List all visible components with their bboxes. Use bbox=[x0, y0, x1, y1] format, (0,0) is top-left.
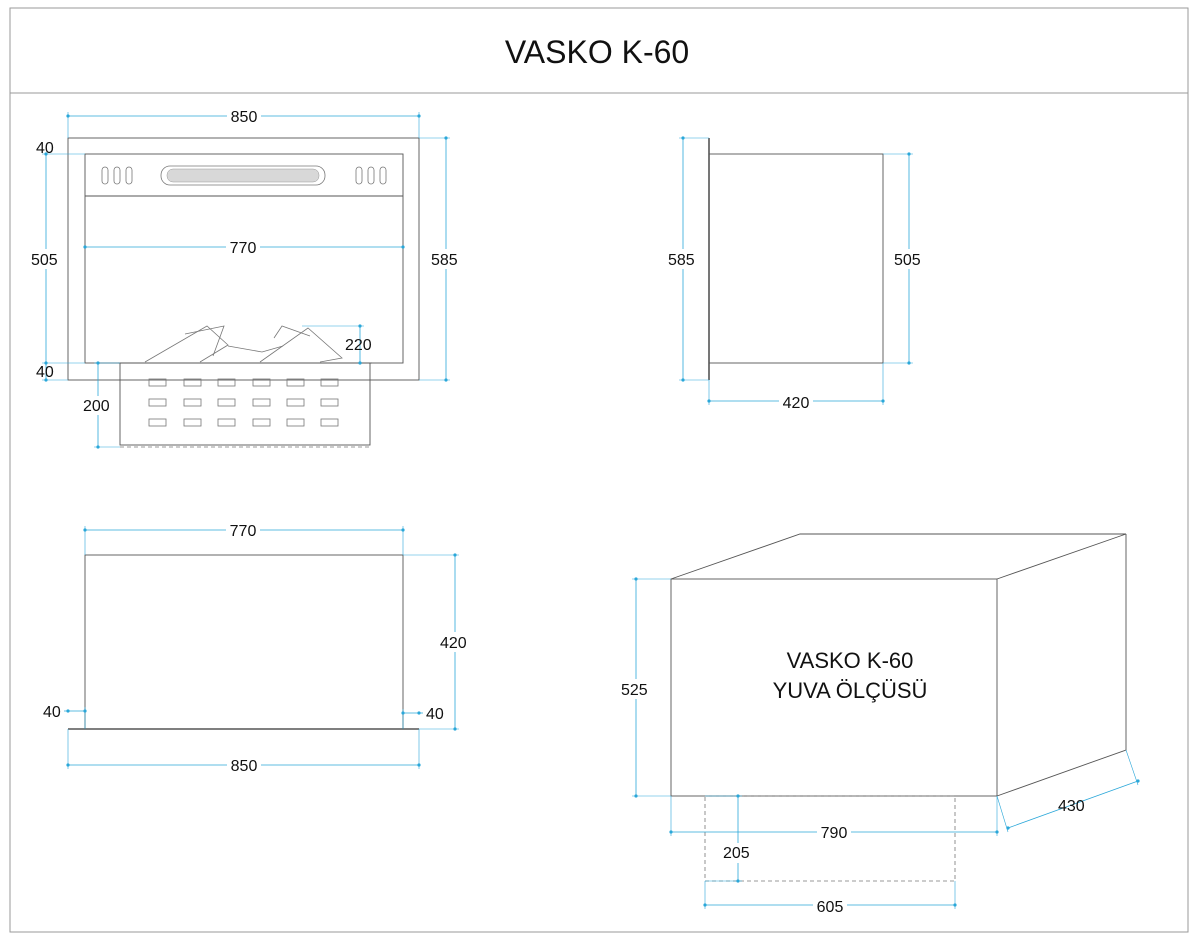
control-knobs-left bbox=[101, 166, 133, 185]
dimension-top-inner-770: 770 bbox=[83, 521, 405, 555]
vent-slot bbox=[183, 398, 202, 407]
vent-slot bbox=[217, 418, 236, 427]
front-view: 850 770 40 505 40 585 bbox=[30, 107, 464, 449]
dim-niche-base-height: 205 bbox=[723, 845, 750, 862]
dimension-top-depth-420: 420 bbox=[403, 553, 473, 731]
dimension-front-inner-770: 770 bbox=[83, 238, 405, 257]
dim-front-inner-height: 505 bbox=[31, 252, 58, 269]
vent-slot bbox=[252, 378, 271, 387]
vent-slot bbox=[252, 418, 271, 427]
vent-slot bbox=[320, 418, 339, 427]
niche-label-line2: YUVA ÖLÇÜSÜ bbox=[773, 678, 928, 703]
drawing-title: VASKO K-60 bbox=[505, 34, 689, 70]
vent-slot bbox=[320, 378, 339, 387]
dimension-niche-base-height-205: 205 bbox=[705, 794, 756, 883]
vent-slot bbox=[148, 398, 167, 407]
dim-log-height: 220 bbox=[345, 337, 372, 354]
dim-front-inner: 770 bbox=[230, 240, 257, 257]
dimension-top-outer-850: 850 bbox=[66, 729, 421, 775]
dimension-front-heights: 40 505 40 bbox=[30, 140, 85, 382]
heater-grille bbox=[160, 165, 326, 186]
dim-side-outer-height: 585 bbox=[668, 252, 695, 269]
dim-front-top-margin: 40 bbox=[36, 140, 54, 157]
dim-top-left-margin: 40 bbox=[43, 704, 61, 721]
dimension-niche-width-790: 790 bbox=[669, 796, 999, 842]
vent-slot bbox=[183, 418, 202, 427]
log-set bbox=[144, 325, 343, 363]
dimension-side-outer-height-585: 585 bbox=[667, 136, 709, 382]
dimension-front-outer-height-585: 585 bbox=[419, 136, 464, 382]
dim-side-inner-height: 505 bbox=[894, 252, 921, 269]
ember-basket bbox=[118, 362, 372, 448]
vent-slot bbox=[148, 418, 167, 427]
vent-slot bbox=[286, 378, 305, 387]
dim-front-outer-height: 585 bbox=[431, 252, 458, 269]
dim-top-inner-width: 770 bbox=[230, 523, 257, 540]
vent-slot bbox=[217, 378, 236, 387]
dim-niche-depth: 430 bbox=[1058, 798, 1085, 815]
dim-top-right-margin: 40 bbox=[426, 706, 444, 723]
dim-niche-height: 525 bbox=[621, 682, 648, 699]
control-knobs-right bbox=[355, 166, 387, 185]
dim-front-width: 850 bbox=[231, 109, 258, 126]
dimension-top-margins-40: 40 40 bbox=[43, 704, 444, 729]
niche-label-line1: VASKO K-60 bbox=[787, 648, 914, 673]
vent-slot bbox=[148, 378, 167, 387]
vent-slot bbox=[320, 398, 339, 407]
dimension-side-depth-420: 420 bbox=[707, 363, 885, 412]
side-view: 585 505 420 bbox=[667, 136, 927, 412]
dim-niche-width: 790 bbox=[821, 825, 848, 842]
dim-front-bottom-margin: 40 bbox=[36, 364, 54, 381]
dimension-log-height-220: 220 bbox=[302, 324, 372, 365]
vent-slot bbox=[217, 398, 236, 407]
dim-basket-height: 200 bbox=[83, 398, 110, 415]
dimension-front-width-850: 850 bbox=[66, 107, 421, 138]
dim-niche-base-width: 605 bbox=[817, 899, 844, 916]
vent-slot bbox=[183, 378, 202, 387]
dimension-side-inner-height-505: 505 bbox=[883, 152, 927, 365]
vent-slot bbox=[286, 398, 305, 407]
niche-view: VASKO K-60 YUVA ÖLÇÜSÜ 525 430 790 bbox=[620, 533, 1140, 916]
dimension-niche-base-width-605: 605 bbox=[703, 881, 957, 916]
dimension-niche-height-525: 525 bbox=[620, 577, 671, 798]
vent-slot bbox=[252, 398, 271, 407]
dim-side-depth: 420 bbox=[783, 395, 810, 412]
vent-slot bbox=[286, 418, 305, 427]
dimension-niche-depth-430: 430 bbox=[996, 749, 1140, 833]
dim-top-outer-width: 850 bbox=[231, 758, 258, 775]
top-view: 770 420 40 40 850 bbox=[43, 521, 473, 775]
dimension-basket-height-200: 200 bbox=[82, 361, 120, 449]
dim-top-depth: 420 bbox=[440, 635, 467, 652]
basket-vent-slots bbox=[148, 378, 339, 427]
sheet-frame bbox=[9, 7, 1189, 933]
